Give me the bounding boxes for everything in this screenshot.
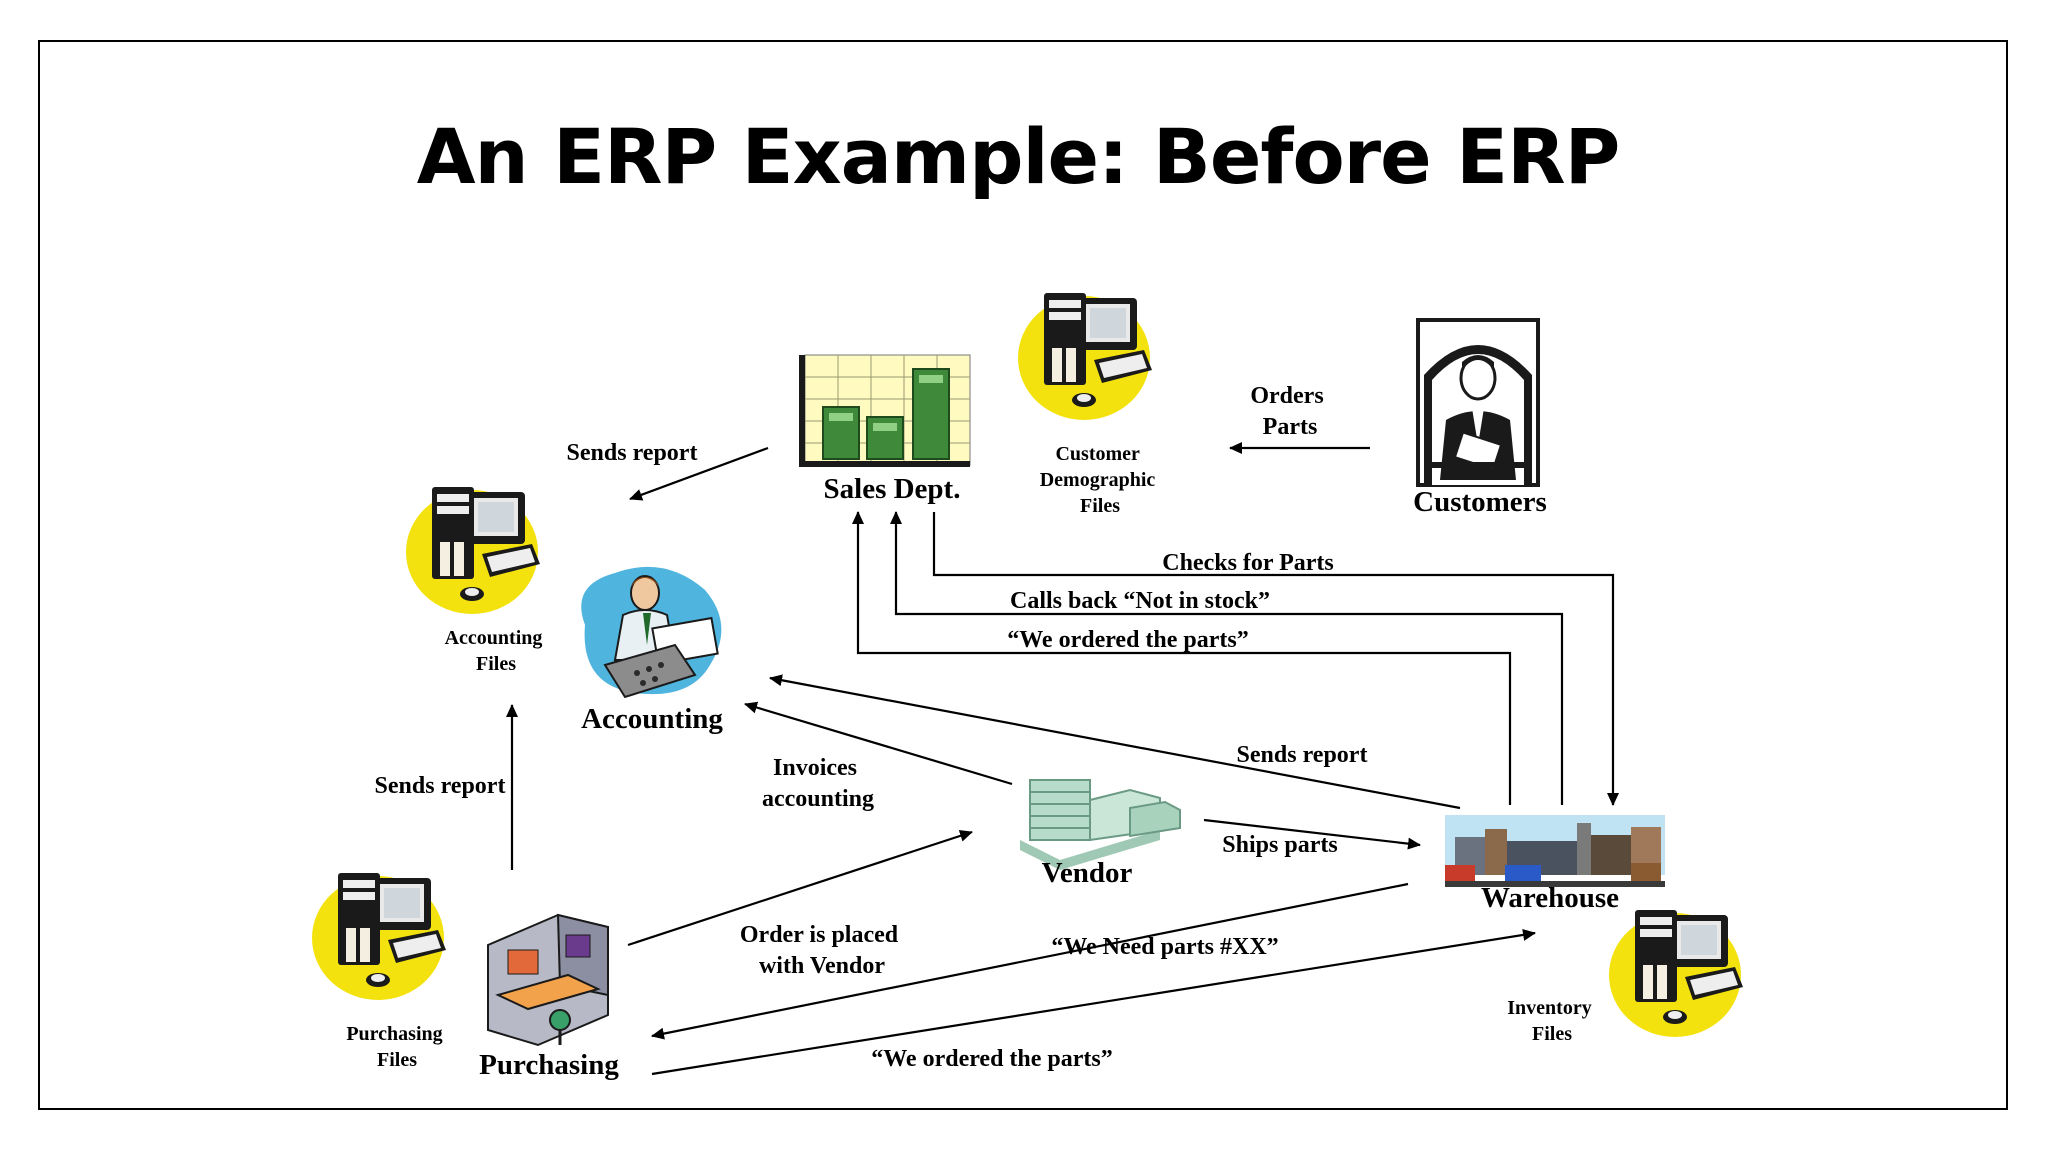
- orders-parts-label: Orders Parts: [1250, 383, 1329, 440]
- ships-parts-arrow: [1203, 818, 1421, 850]
- accounting-label: Accounting: [581, 703, 723, 735]
- sales-report-arrow: [629, 446, 769, 501]
- warehouse-label: Warehouse: [1481, 882, 1619, 914]
- customer-person-icon: [1416, 318, 1540, 487]
- vendor-building-icon: [1020, 779, 1181, 870]
- we-ordered-warehouse-arrow: [651, 928, 1536, 1076]
- customers-label: Customers: [1413, 486, 1547, 518]
- accounting-files-label: Accounting Files: [445, 627, 548, 675]
- accountant-icon: [581, 566, 722, 699]
- invoices-arrow: [744, 701, 1013, 786]
- calls-back-label: Calls back “Not in stock”: [1010, 588, 1270, 614]
- we-ordered-warehouse-label: “We ordered the parts”: [871, 1046, 1113, 1072]
- order-placed-arrow: [627, 830, 973, 947]
- checks-for-parts-arrow: [932, 512, 1619, 806]
- we-ordered-sales-arrow: [852, 511, 1512, 805]
- we-need-parts-arrow: [651, 882, 1409, 1040]
- checks-for-parts-label: Checks for Parts: [1162, 550, 1334, 576]
- sales-sends-report-label: Sends report: [567, 440, 698, 466]
- customer-demographic-files-label: Customer Demographic Files: [1040, 443, 1161, 517]
- slide-title: An ERP Example: Before ERP: [416, 112, 1621, 201]
- purchasing-sends-report-label: Sends report: [375, 773, 506, 799]
- ships-parts-label: Ships parts: [1222, 832, 1337, 858]
- order-placed-label: Order is placed with Vendor: [740, 922, 904, 979]
- purchasing-label: Purchasing: [479, 1049, 619, 1081]
- warehouse-sends-report-label: Sends report: [1237, 742, 1368, 768]
- sales-dept-label: Sales Dept.: [824, 473, 961, 505]
- calls-back-arrow: [890, 511, 1564, 805]
- sales-chart-icon: [799, 354, 971, 467]
- computer-icon: [1609, 910, 1743, 1037]
- we-need-parts-label: “We Need parts #XX”: [1051, 934, 1278, 960]
- warehouse-report-arrow: [769, 674, 1461, 810]
- invoices-accounting-label: Invoices accounting: [762, 755, 874, 812]
- computer-icon: [312, 873, 446, 1000]
- computer-icon: [1018, 293, 1152, 420]
- inventory-files-label: Inventory Files: [1507, 997, 1596, 1045]
- purchasing-files-label: Purchasing Files: [346, 1023, 447, 1071]
- we-ordered-sales-label: “We ordered the parts”: [1007, 627, 1249, 653]
- vendor-label: Vendor: [1042, 857, 1133, 889]
- warehouse-city-icon: [1445, 815, 1665, 887]
- computer-icon: [406, 487, 540, 614]
- purchasing-cubicle-icon: [487, 913, 609, 1047]
